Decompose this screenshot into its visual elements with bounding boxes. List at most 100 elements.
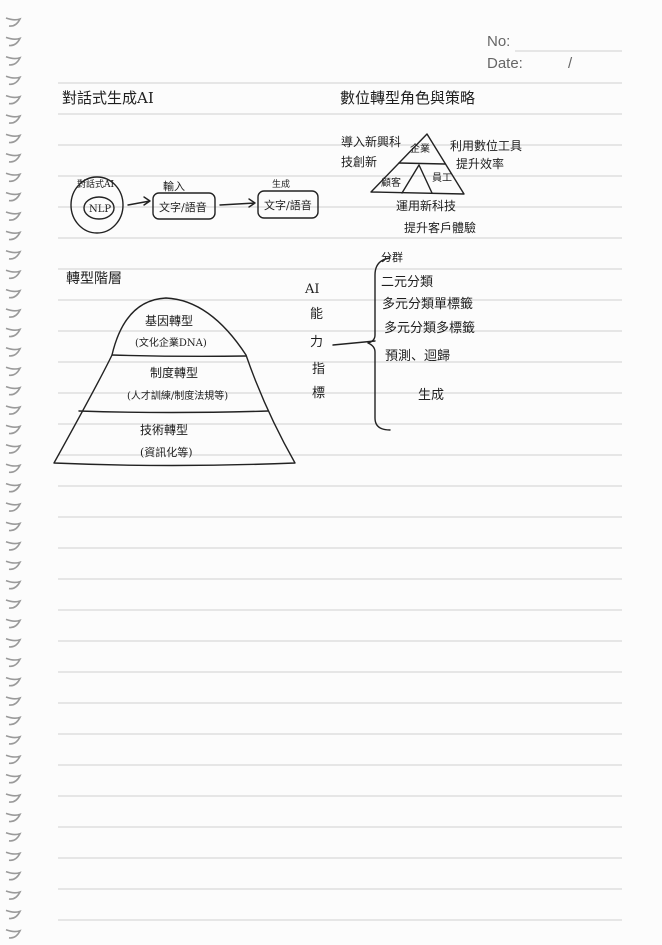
- triangle-enterprise: 企業: [410, 142, 430, 155]
- binding-ring: [5, 463, 22, 474]
- capability-generation: 生成: [418, 388, 444, 403]
- binding-ring: [5, 521, 22, 532]
- binding-ring: [5, 308, 22, 318]
- binding-ring: [5, 793, 22, 803]
- binding-ring: [5, 327, 22, 338]
- binding-ring: [5, 696, 22, 706]
- binding-ring: [5, 191, 22, 202]
- triangle-customer: 顧客: [381, 176, 401, 189]
- note-efficiency-2: 提升效率: [456, 156, 504, 171]
- connector-line: [332, 340, 376, 346]
- binding-ring: [5, 929, 22, 939]
- layer-gene-detail: (文化企業DNA): [135, 336, 207, 349]
- binding-ring: [5, 250, 22, 260]
- binding-ring: [5, 618, 22, 629]
- flow-node-dialog-ai: 對話式AI: [77, 178, 114, 190]
- vertical-label-zhi: 指: [312, 362, 325, 377]
- binding-ring: [5, 269, 22, 280]
- capability-multi-single: 多元分類單標籤: [382, 296, 473, 312]
- flow-node-output-text: 文字/語音: [264, 198, 312, 212]
- binding-ring: [5, 890, 22, 900]
- capability-prediction: 預測、迴歸: [385, 349, 450, 364]
- outer-circle: [70, 176, 124, 234]
- binding-ring: [5, 230, 22, 241]
- binding-ring: [5, 405, 22, 415]
- inner-circle: [83, 196, 115, 220]
- binding-ring: [5, 288, 22, 299]
- note-experience: 提升客戶體驗: [404, 220, 476, 235]
- ruled-lines: [58, 82, 622, 921]
- binding-ring: [5, 385, 22, 396]
- vertical-label-neng: 能: [310, 307, 323, 322]
- flow-label-input: 輸入: [163, 179, 185, 193]
- binding-ring: [5, 773, 22, 784]
- binding-ring: [5, 366, 22, 377]
- arrow-icon: [219, 198, 256, 208]
- date-separator: /: [568, 55, 573, 72]
- flow-node-input-text: 文字/語音: [159, 200, 207, 214]
- input-box: [152, 192, 216, 220]
- pyramid-divider-top: [111, 354, 247, 358]
- binding-ring: [5, 211, 22, 221]
- binding-ring: [5, 851, 22, 862]
- binding-ring: [5, 444, 22, 454]
- capability-clustering: 分群: [381, 250, 403, 264]
- binding-ring: [5, 870, 22, 881]
- binding-ring: [5, 638, 22, 648]
- note-innovation-1: 導入新興科: [341, 134, 401, 149]
- binding-ring: [5, 172, 22, 183]
- pyramid-divider-bottom: [78, 410, 269, 414]
- vertical-label-biao: 標: [312, 386, 325, 401]
- binding-ring: [5, 735, 22, 745]
- binding-ring: [5, 133, 22, 144]
- section-title-generative-ai: 對話式生成AI: [62, 89, 154, 107]
- capability-multi-multi: 多元分類多標籤: [384, 320, 475, 336]
- binding-ring: [5, 482, 22, 493]
- layer-tech-name: 技術轉型: [140, 423, 188, 437]
- binding-ring: [5, 541, 22, 551]
- triangle-divisions: [398, 162, 446, 194]
- date-label: Date:: [487, 55, 523, 72]
- binding-ring: [5, 114, 22, 124]
- binding-ring: [5, 17, 22, 27]
- binding-ring: [5, 715, 22, 726]
- spiral-binding: [5, 17, 22, 939]
- binding-ring: [5, 56, 22, 66]
- layer-tech-detail: (資訊化等): [140, 445, 193, 459]
- output-box: [257, 190, 319, 219]
- binding-ring: [5, 347, 22, 357]
- note-efficiency-1: 利用數位工具: [450, 138, 522, 153]
- no-label: No:: [487, 33, 510, 50]
- binding-ring: [5, 599, 22, 609]
- binding-ring: [5, 812, 22, 823]
- binding-ring: [5, 560, 22, 571]
- ai-capability: AI 能 力 指 標 分群 二元分類 多元分類單標籤 多元分類多標籤 預測、迴歸…: [304, 250, 475, 431]
- binding-ring: [5, 657, 22, 668]
- layer-system-detail: (人才訓練/制度法規等): [127, 389, 228, 402]
- binding-ring: [5, 424, 22, 435]
- layer-system-name: 制度轉型: [150, 365, 198, 380]
- note-innovation-2: 技創新: [341, 154, 377, 169]
- triangle-employee: 員工: [432, 172, 452, 184]
- flow-label-generate: 生成: [272, 178, 290, 190]
- section-title-digital-role: 數位轉型角色與策略: [340, 89, 475, 107]
- note-technology: 運用新科技: [396, 198, 456, 213]
- generative-ai-flow: 對話式AI NLP 輸入 文字/語音 生成 文字/語音: [70, 176, 319, 234]
- binding-ring: [5, 676, 22, 687]
- vertical-label-li: 力: [310, 335, 323, 350]
- capability-binary: 二元分類: [381, 275, 433, 290]
- binding-ring: [5, 75, 22, 86]
- binding-ring: [5, 579, 22, 590]
- flow-node-nlp: NLP: [89, 204, 111, 215]
- binding-ring: [5, 153, 22, 163]
- binding-ring: [5, 754, 22, 765]
- arrow-icon: [127, 196, 151, 206]
- layer-gene-name: 基因轉型: [145, 314, 193, 328]
- vertical-label-ai: AI: [304, 282, 320, 297]
- binding-ring: [5, 36, 22, 47]
- binding-ring: [5, 94, 22, 105]
- binding-ring: [5, 502, 22, 512]
- curly-brace: [367, 257, 391, 431]
